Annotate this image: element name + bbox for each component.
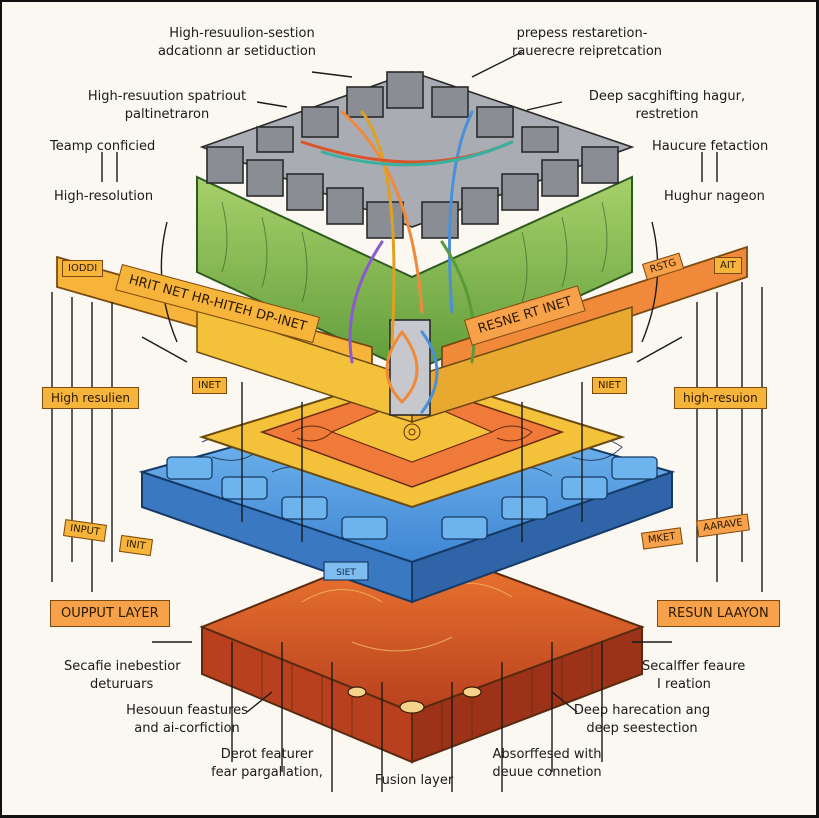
label-bottom-center: Fusion layer bbox=[374, 773, 454, 788]
flow-arrows bbox=[51, 51, 763, 792]
tag-small-left: INET bbox=[192, 377, 227, 394]
label-left-1b: paltinetraron bbox=[124, 107, 210, 122]
label-bottom-right-2b: deep seestection bbox=[586, 721, 698, 736]
label-top-right-2: rauerecre reipretcation bbox=[511, 44, 663, 59]
blue-block-label: SIET bbox=[336, 568, 356, 578]
tag-banner-left-end: IODDI bbox=[62, 260, 104, 277]
label-bottom-right-2a: Deep harecation ang bbox=[573, 703, 711, 718]
label-right-3: Hughur nageon bbox=[664, 189, 765, 204]
label-right-1a: Deep sacghifting hagur, bbox=[588, 89, 746, 104]
label-bottom-right-3b: deuue connetion bbox=[492, 765, 602, 780]
tag-side-right-mid: high-resuion bbox=[674, 387, 767, 409]
tag-banner-right-tail: AIT bbox=[714, 257, 742, 274]
label-top-center-1: High-resuulion-sestion bbox=[169, 26, 315, 41]
label-bottom-right-1a: Secalffer feaure bbox=[642, 659, 746, 674]
tag-output-right: RESUN LAAYON bbox=[657, 600, 780, 627]
label-bottom-left-1b: deturuars bbox=[90, 677, 154, 692]
connection-cables bbox=[300, 110, 514, 414]
label-bottom-right-1b: I reation bbox=[657, 677, 711, 692]
label-left-2: Teamp conficied bbox=[50, 139, 156, 154]
tag-side-left-mid: High resulien bbox=[42, 387, 139, 409]
label-bottom-right-3a: Absorffesed with bbox=[492, 747, 602, 762]
tag-output-left: OUPPUT LAYER bbox=[50, 600, 170, 627]
label-bottom-left-2a: Hesouun feastures bbox=[126, 703, 248, 718]
bottom-fusion-layer bbox=[199, 540, 645, 764]
label-bottom-left-1a: Secafie inebestior bbox=[64, 659, 181, 674]
swirl-feature-layer bbox=[198, 370, 626, 509]
label-right-1b: restretion bbox=[635, 107, 699, 122]
label-left-1a: High-resuution spatriout bbox=[87, 89, 247, 104]
tag-small-right: NIET bbox=[592, 377, 627, 394]
label-top-right-1: prepess restaretion- bbox=[516, 26, 648, 41]
top-block-grid bbox=[199, 71, 635, 416]
label-bottom-left-2b: and ai-corfiction bbox=[134, 721, 240, 736]
label-left-3: High-resolution bbox=[54, 189, 154, 204]
label-bottom-left-3a: Derot featurer bbox=[220, 747, 314, 762]
label-top-center-2: adcationn ar setiduction bbox=[157, 44, 317, 59]
label-bottom-left-3b: fear pargallation, bbox=[211, 765, 323, 780]
label-right-2: Haucure fetaction bbox=[652, 139, 769, 154]
